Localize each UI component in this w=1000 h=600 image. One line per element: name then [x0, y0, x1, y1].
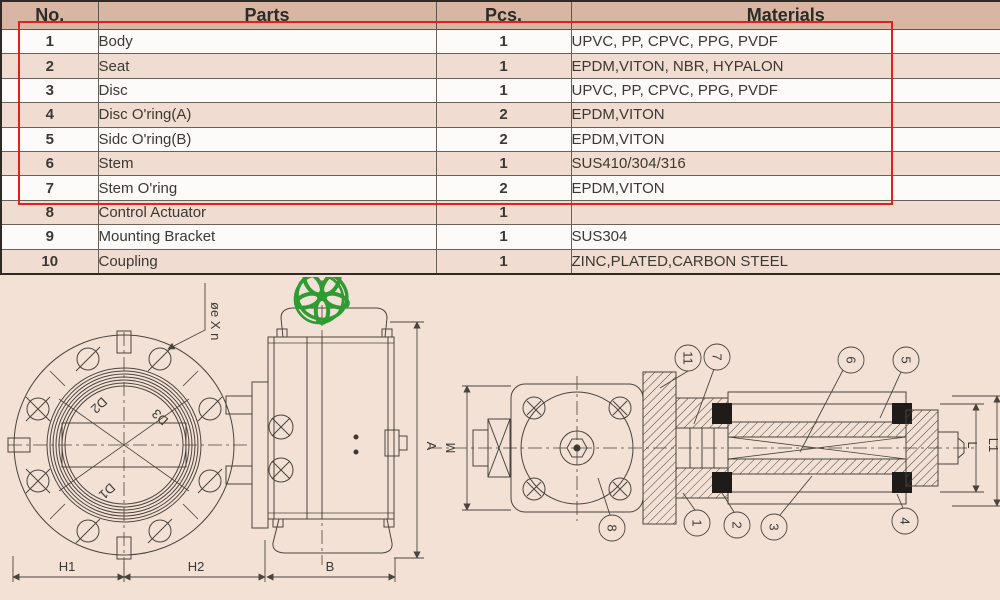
- dim-label-l1: L1: [986, 438, 1000, 452]
- cell-part: Seat: [97, 53, 437, 79]
- cell-no: 5: [0, 126, 99, 152]
- cell-pcs: 1: [435, 53, 572, 79]
- cell-part: Body: [97, 28, 437, 55]
- cell-part: Stem O'ring: [97, 175, 437, 201]
- cell-part: Control Actuator: [97, 199, 437, 226]
- callout-6: 6: [799, 346, 865, 453]
- bolt-holes: [25, 346, 223, 544]
- callout-label: 4: [898, 517, 913, 524]
- cell-pcs: 1: [435, 248, 572, 275]
- cell-materials: UPVC, PP, CPVC, PPG, PVDF: [570, 77, 1000, 104]
- cell-no: 1: [0, 28, 99, 55]
- cell-pcs: 2: [435, 126, 572, 152]
- header-materials: Materials: [570, 0, 1000, 30]
- callout-2: 2: [721, 492, 751, 539]
- cell-no: 8: [0, 199, 99, 226]
- cell-materials: EPDM,VITON: [570, 126, 1000, 152]
- dim-label-bolt-spec: øe X n: [208, 302, 223, 340]
- front-view-dimensions: H1 H2 B A: [12, 321, 439, 582]
- callout-label: 7: [710, 353, 725, 360]
- callout-label: 3: [767, 523, 782, 530]
- callout-8: 8: [597, 477, 626, 542]
- callout-1: 1: [682, 492, 711, 537]
- cell-part: Disc: [97, 77, 437, 104]
- cell-no: 9: [0, 224, 99, 250]
- cell-part: Stem: [97, 150, 437, 177]
- header-pcs: Pcs.: [435, 0, 572, 30]
- callout-4: 4: [891, 493, 919, 535]
- cell-materials: SUS410/304/316: [570, 150, 1000, 177]
- header-parts: Parts: [97, 0, 437, 30]
- callout-3: 3: [760, 475, 813, 541]
- cell-no: 7: [0, 175, 99, 201]
- dim-label-a: A: [424, 442, 439, 451]
- callout-label: 1: [690, 519, 705, 526]
- cell-part: Mounting Bracket: [97, 224, 437, 250]
- cell-materials: EPDM,VITON: [570, 102, 1000, 128]
- cell-materials: UPVC, PP, CPVC, PPG, PVDF: [570, 28, 1000, 55]
- cell-pcs: 2: [435, 102, 572, 128]
- handwheel-icon: [293, 277, 350, 325]
- dim-label-d2: D2: [88, 394, 110, 416]
- cell-pcs: 1: [435, 199, 572, 226]
- dim-label-l: L: [965, 441, 980, 448]
- callout-label: 11: [681, 351, 696, 365]
- callout-label: 8: [605, 524, 620, 531]
- cell-materials: [570, 199, 1000, 226]
- callout-label: 2: [730, 521, 745, 528]
- cell-no: 4: [0, 102, 99, 128]
- valve-cross-section-view: M L L1: [428, 371, 1000, 525]
- butterfly-valve-front-view: D2 D3 D1 øe X n: [7, 283, 250, 575]
- cell-part: Disc O'ring(A): [97, 102, 437, 128]
- callout-11: 11: [659, 344, 702, 389]
- cell-materials: EPDM,VITON: [570, 175, 1000, 201]
- pneumatic-actuator-front-view: [225, 277, 408, 565]
- cell-no: 10: [0, 248, 99, 275]
- dim-label-m: M: [443, 443, 458, 454]
- callout-label: 6: [844, 356, 859, 363]
- cell-no: 3: [0, 77, 99, 104]
- dim-label-b: B: [326, 559, 335, 574]
- callouts: 11 7 6 5 8: [597, 343, 920, 542]
- cell-no: 6: [0, 150, 99, 177]
- dim-label-h1: H1: [59, 559, 76, 574]
- cell-materials: ZINC,PLATED,CARBON STEEL: [570, 248, 1000, 275]
- technical-drawing: D2 D3 D1 øe X n: [7, 277, 1000, 582]
- cell-pcs: 1: [435, 77, 572, 104]
- cell-pcs: 2: [435, 175, 572, 201]
- cell-materials: EPDM,VITON, NBR, HYPALON: [570, 53, 1000, 79]
- cell-pcs: 1: [435, 150, 572, 177]
- cell-materials: SUS304: [570, 224, 1000, 250]
- callout-5: 5: [879, 346, 920, 419]
- callout-7: 7: [693, 343, 731, 425]
- callout-label: 5: [899, 356, 914, 363]
- table-header-row: No. Parts Pcs. Materials: [0, 0, 1000, 30]
- header-no: No.: [0, 0, 99, 30]
- cell-part: Sidc O'ring(B): [97, 126, 437, 152]
- cell-no: 2: [0, 53, 99, 79]
- cell-part: Coupling: [97, 248, 437, 275]
- cell-pcs: 1: [435, 28, 572, 55]
- dim-label-h2: H2: [188, 559, 205, 574]
- cell-pcs: 1: [435, 224, 572, 250]
